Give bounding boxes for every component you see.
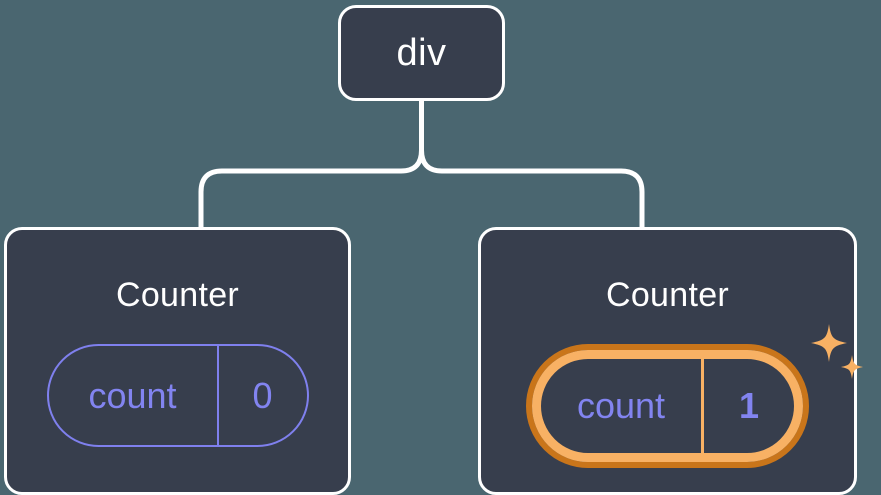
root-node-label: div [396, 32, 447, 74]
sparkle-small-icon [841, 355, 863, 379]
connector-to-right-child [419, 147, 645, 230]
counter-title-right: Counter [605, 276, 730, 314]
counter-title-left: Counter [115, 276, 240, 314]
state-pill-wrapper-right: count 1 [526, 324, 863, 468]
state-pill-right-highlight-ring[interactable]: count 1 [526, 344, 809, 468]
state-pill-right[interactable]: count 1 [532, 350, 803, 462]
state-value-right: 1 [738, 385, 760, 426]
state-value-left: 0 [252, 374, 273, 416]
state-pill-left[interactable]: count 0 [46, 344, 309, 447]
sparkle-large-icon [811, 324, 847, 362]
node-counter-left[interactable]: Counter count 0 [4, 227, 351, 495]
node-counter-right[interactable]: Counter count 1 [478, 227, 863, 495]
connector-to-left-child [198, 147, 424, 230]
state-key-left: count [49, 346, 219, 445]
sparkles-icon [807, 322, 867, 386]
state-pill-wrapper-left: count 0 [46, 344, 309, 447]
node-root-div[interactable]: div [338, 5, 505, 101]
state-key-right: count [541, 359, 704, 453]
